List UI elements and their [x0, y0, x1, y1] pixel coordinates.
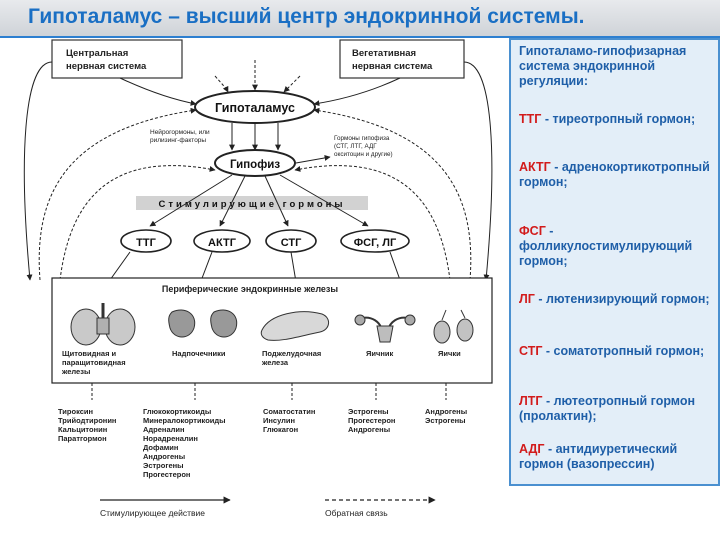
cns-label-1: Центральная: [66, 48, 128, 59]
hormone-fsg-lg-label: ФСГ, ЛГ: [354, 237, 397, 249]
cns-box: [51, 39, 183, 79]
legend-text: - лютеотропный гормон (пролактин);: [519, 394, 696, 423]
hypothalamus-label: Гипоталамус: [215, 101, 295, 115]
product-text: Дофамин: [143, 443, 178, 452]
testes-icon: [433, 309, 474, 344]
product-text: Глюкагон: [263, 425, 298, 434]
thyroid-products: Тироксин Трийодтиронин Кальцитонин Парат…: [58, 407, 116, 443]
adrenal-products: Глюкокортикоиды Минералокортикоиды Адрен…: [143, 407, 226, 479]
neurohormones-label-2: рилизинг-факторы: [150, 137, 206, 144]
legend-item-fsg: ФСГ - фолликулостимулирующий гормон;: [519, 224, 719, 269]
legend-text: - антидиуретический гормон (вазопрессин): [519, 442, 678, 471]
stimulating-bar: [136, 196, 368, 210]
product-text: Трийодтиронин: [58, 416, 116, 425]
hormone-ttg-label: ТТГ: [136, 237, 156, 249]
pancreas-icon: [260, 311, 329, 341]
cns-label-2: нервная система: [66, 61, 147, 72]
pituitary-node: [214, 149, 296, 177]
legend-text: - фолликулостимулирующий гормон;: [519, 224, 693, 268]
product-text: Андрогены: [348, 425, 390, 434]
abbreviations-panel: Гипоталамо-гипофизарная система эндокрин…: [509, 38, 720, 486]
hormone-actg: [193, 229, 251, 253]
product-text: Тироксин: [58, 407, 93, 416]
product-text: Норадреналин: [143, 434, 198, 443]
abbr: АДГ: [519, 442, 545, 456]
gland-thyroid-name-1: Щитовидная и: [62, 349, 117, 358]
product-text: Эстрогены: [143, 461, 184, 470]
abbr: ЛГ: [519, 292, 535, 306]
ans-label-1: Вегетативная: [352, 48, 416, 59]
product-text: Глюкокортикоиды: [143, 407, 211, 416]
legend-text: - лютенизирующий гормон;: [538, 292, 710, 306]
pituitary-hormones-label-1: Гормоны гипофиза: [334, 135, 390, 142]
slide-title: Гипоталамус – высший центр эндокринной с…: [28, 5, 585, 28]
gland-adrenal-name: Надпочечники: [172, 349, 226, 358]
legend-item-lg: ЛГ - лютенизирующий гормон;: [519, 292, 719, 307]
product-text: Паратгормон: [58, 434, 107, 443]
ovary-products: Эстрогены Прогестерон Андрогены: [348, 407, 395, 434]
pituitary-hormones-label-3: окситоцин и другие): [334, 151, 393, 158]
hormone-stg-label: СТГ: [281, 237, 302, 249]
hormone-actg-label: АКТГ: [208, 237, 237, 249]
peripheral-glands-title: Периферические эндокринные железы: [162, 284, 339, 294]
product-text: Эстрогены: [425, 416, 466, 425]
legend-heading: Гипоталамо-гипофизарная система эндокрин…: [519, 44, 687, 88]
gland-testes-name: Яички: [438, 349, 461, 358]
pituitary-hormones-label-2: (СТГ, ЛТГ, АДГ: [334, 143, 377, 150]
product-text: Минералокортикоиды: [143, 416, 226, 425]
gland-thyroid-name-2: паращитовидная: [62, 358, 126, 367]
legend-text: - соматотропный гормон;: [545, 344, 705, 358]
thyroid-icon: [70, 303, 136, 346]
product-text: Эстрогены: [348, 407, 389, 416]
product-text: Кальцитонин: [58, 425, 107, 434]
gland-pancreas-name-1: Поджелудочная: [262, 349, 321, 358]
product-text: Андрогены: [143, 452, 185, 461]
legend-text: - адренокортикотропный гормон;: [519, 160, 710, 189]
legend-item-adg: АДГ - антидиуретический гормон (вазопрес…: [519, 442, 719, 472]
legend-item-actg: АКТГ - адренокортикотропный гормон;: [519, 160, 719, 190]
legend-item-ltg: ЛТГ - лютеотропный гормон (пролактин);: [519, 394, 719, 424]
neurohormones-label-1: Нейрогормоны, или: [150, 128, 210, 136]
product-text: Инсулин: [263, 416, 295, 425]
gland-thyroid-name-3: железы: [61, 367, 90, 376]
legend-stimulating-label: Стимулирующее действие: [100, 508, 205, 518]
gland-ovary-name: Яичник: [366, 349, 393, 358]
slide-title-bar: Гипоталамус – высший центр эндокринной с…: [0, 0, 720, 38]
ans-box: [339, 39, 465, 79]
pituitary-label: Гипофиз: [230, 159, 280, 171]
abbr: ТТГ: [519, 112, 542, 126]
adrenal-glands-icon: [168, 309, 238, 338]
abbr: СТГ: [519, 344, 543, 358]
abbr: АКТГ: [519, 160, 551, 174]
abbr: ЛТГ: [519, 394, 543, 408]
product-text: Прогестерон: [143, 470, 190, 479]
legend-item-ttg: ТТГ - тиреотропный гормон;: [519, 112, 719, 127]
pancreas-products: Соматостатин Инсулин Глюкагон: [263, 407, 315, 434]
product-text: Соматостатин: [263, 407, 315, 416]
legend-text: - тиреотропный гормон;: [544, 112, 696, 126]
ovary-icon: [354, 314, 416, 343]
product-text: Адреналин: [143, 425, 185, 434]
abbr: ФСГ: [519, 224, 546, 238]
stimulating-label: Стимулирующие гормоны: [158, 199, 345, 210]
legend-feedback-label: Обратная связь: [325, 508, 388, 518]
ans-label-2: нервная система: [352, 61, 433, 72]
gland-pancreas-name-2: железа: [261, 358, 289, 367]
product-text: Прогестерон: [348, 416, 395, 425]
testes-products: Андрогены Эстрогены: [425, 407, 467, 425]
diagram-panel: Центральная нервная система Вегетативная…: [0, 38, 510, 540]
endocrine-diagram: Центральная нервная система Вегетативная…: [23, 39, 493, 518]
hormone-ttg: [120, 229, 172, 253]
hormone-fsg-lg: [340, 229, 410, 253]
product-text: Андрогены: [425, 407, 467, 416]
legend-item-stg: СТГ - соматотропный гормон;: [519, 344, 719, 359]
